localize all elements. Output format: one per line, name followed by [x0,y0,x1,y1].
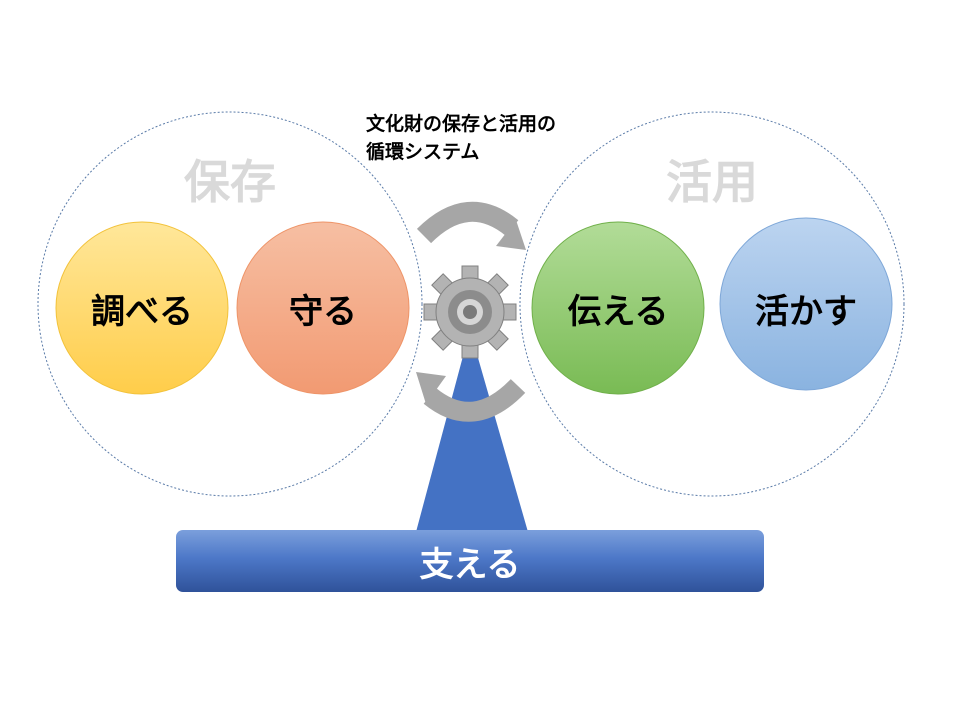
investigate-circle [55,221,229,395]
protect-label: 守る [289,291,357,332]
utilize-circle [719,217,893,391]
utilization-group-label: 活用 [666,155,758,209]
investigate-label: 調べる [91,291,193,332]
preservation-group-circle [37,111,423,497]
gear-icon [423,265,517,359]
support-pillar [416,330,528,532]
preservation-group-label: 保存 [184,155,276,209]
protect-circle [236,221,410,395]
convey-circle [531,221,705,395]
convey-label: 伝える [567,291,669,332]
diagram-title: 文化財の保存と活用の 循環システム [366,110,626,166]
diagram-title-line-1: 文化財の保存と活用の [366,113,557,135]
diagram-title-line-2: 循環システム [366,141,480,163]
cycle-arrow-bottom-icon [416,372,526,422]
utilize-label: 活かす [755,291,857,332]
utilization-group-circle [519,111,905,497]
base-label: 支える [419,544,521,585]
cycle-arrow-top-icon [416,201,526,250]
base-bar [176,530,764,592]
